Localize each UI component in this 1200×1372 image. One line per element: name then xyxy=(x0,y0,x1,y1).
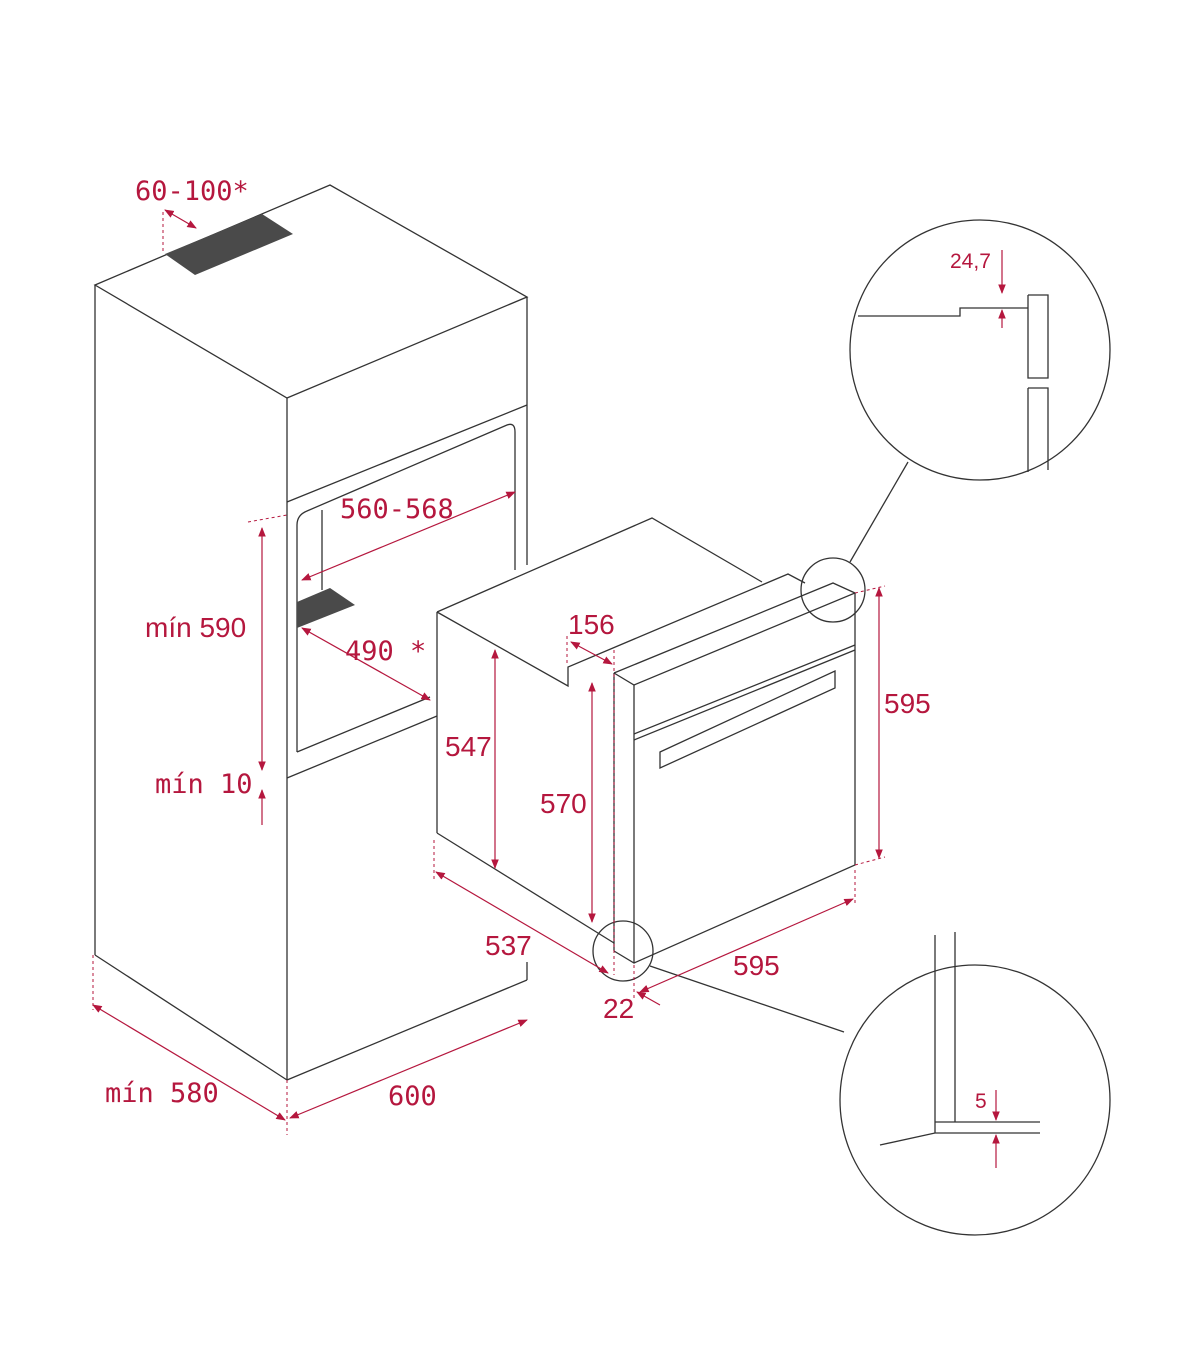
label-vent-gap: 60-100* xyxy=(135,176,249,207)
label-front-offset: 156 xyxy=(568,609,615,640)
label-niche-width: 560-568 xyxy=(340,494,454,525)
label-panel-height: 570 xyxy=(540,788,587,819)
dimension-lines xyxy=(92,209,1006,1168)
label-body-height: 547 xyxy=(445,731,492,762)
rear-vent xyxy=(297,588,355,628)
label-door-thickness: 22 xyxy=(603,993,634,1024)
oven-drawing xyxy=(436,517,857,964)
label-bottom-detail: 5 xyxy=(975,1090,987,1113)
label-min-height: mín 590 xyxy=(145,612,246,643)
label-front-height: 595 xyxy=(884,688,931,719)
label-min-depth: mín 580 xyxy=(105,1078,219,1109)
label-body-depth: 537 xyxy=(485,930,532,961)
cabinet-drawing xyxy=(93,184,529,1081)
label-front-width: 595 xyxy=(733,950,780,981)
detail-callouts xyxy=(592,219,1111,1236)
label-min-gap: mín 10 xyxy=(155,769,253,800)
oven-handle xyxy=(659,669,836,770)
vent-opening xyxy=(165,214,293,275)
label-top-detail: 24,7 xyxy=(950,250,991,273)
label-vent-depth: 490 * xyxy=(345,636,426,667)
label-cabinet-width: 600 xyxy=(388,1081,437,1112)
